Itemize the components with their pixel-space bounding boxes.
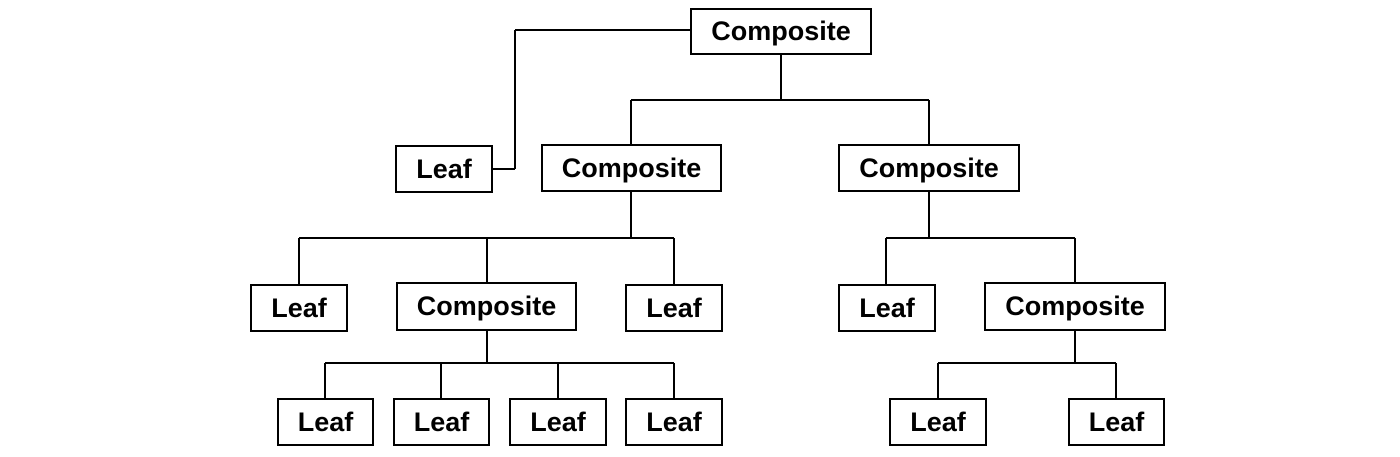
leaf-node: Leaf: [250, 284, 348, 332]
leaf-node: Leaf: [393, 398, 490, 446]
leaf-node: Leaf: [889, 398, 987, 446]
composite-node: Composite: [396, 282, 577, 331]
composite-node-root: Composite: [690, 8, 872, 55]
composite-node: Composite: [541, 144, 722, 192]
leaf-node: Leaf: [509, 398, 607, 446]
leaf-node: Leaf: [1068, 398, 1165, 446]
leaf-node: Leaf: [395, 145, 493, 193]
leaf-node: Leaf: [277, 398, 374, 446]
composite-node: Composite: [838, 144, 1020, 192]
leaf-node: Leaf: [838, 284, 936, 332]
leaf-node: Leaf: [625, 398, 723, 446]
leaf-node: Leaf: [625, 284, 723, 332]
composite-node: Composite: [984, 282, 1166, 331]
